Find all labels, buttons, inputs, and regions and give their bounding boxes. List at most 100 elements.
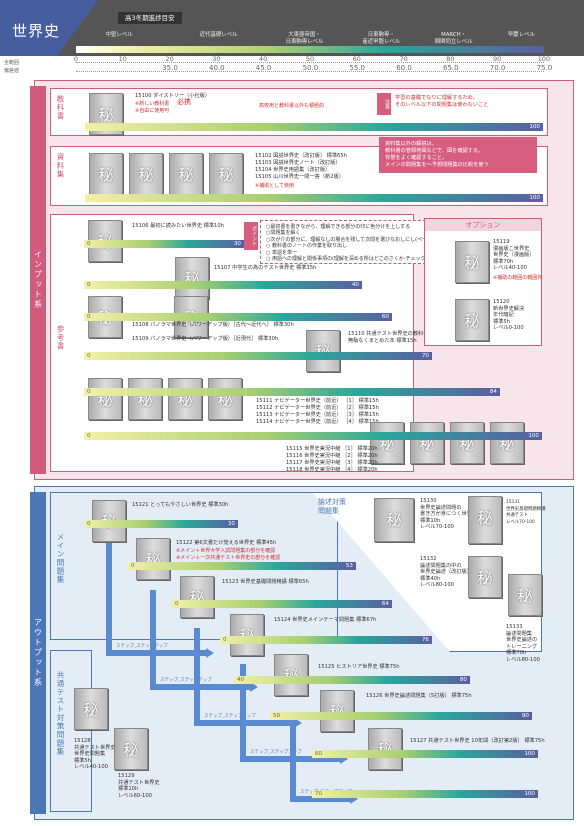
book-cover: 秘: [274, 654, 308, 696]
book-title: 15105 山川世界史一問一答（新2版）: [255, 174, 344, 180]
book-cover: 秘: [208, 378, 242, 420]
flow-line: [150, 684, 250, 690]
book-cover: 秘: [180, 576, 214, 618]
book-cover: 秘: [455, 299, 489, 341]
book-note: ※新しい教科書 ※自由に使用可: [135, 101, 170, 114]
bar-start: 50: [273, 713, 281, 719]
option-note: ※補助の範囲の範囲外: [493, 275, 543, 281]
bar-value: 90: [521, 713, 529, 719]
bar-value: 40: [351, 282, 359, 288]
book-cover: 秘: [136, 538, 170, 580]
axis-dotline: [76, 62, 544, 63]
axis-tick: 10: [118, 55, 127, 63]
book-mark: 秘: [517, 587, 533, 605]
essay-book: 15131 世界史基礎問題精講 共通テスト レベル70-100: [506, 500, 546, 525]
book-title: 15104 世界史用語集（改訂版）: [255, 167, 331, 173]
arrow-label: ステップ_ステップアップ: [116, 644, 168, 649]
book-cover: 秘: [374, 498, 414, 542]
bar-start: 0: [87, 433, 91, 439]
arrow-head: [206, 648, 214, 658]
book-cover: 秘: [168, 378, 202, 420]
rb-text: 学習の基礎でなりに理解するため、 そのレベル以下の問題集は使わないこと: [395, 95, 489, 108]
problem-book: 15123 世界史基礎問題精講 標準65h: [222, 579, 309, 585]
book-cover: 秘: [114, 728, 148, 770]
progress-bar: 100: [85, 194, 543, 202]
axis-dev-tick: 50.0: [302, 64, 319, 72]
essay-title: 論述対策 問題集: [318, 498, 346, 515]
bar-start: 0: [87, 314, 91, 320]
level-label: 日東駒専・ 産近甲龍レベル: [362, 32, 401, 45]
book-title: 15112 ナビゲーター世界史（前近） ［2］ 標準15h: [256, 405, 379, 411]
book-mark: 秘: [464, 312, 480, 330]
book-cover: 秘: [468, 496, 502, 544]
bar-start: 0: [223, 637, 227, 643]
flow-line: [290, 716, 296, 798]
panel-kyoka: 教科書 秘 15100 ダイストリー（小社版） ※新しい教科書 ※自由に使用可 …: [50, 88, 548, 136]
book-title: 15102 図説世界史（改訂版） 標準65h: [255, 153, 347, 159]
book-title: 15106 最初に読みたい世界史 標準10h: [132, 223, 224, 229]
axis-dev-tick: 70.0: [489, 64, 506, 72]
book-mark: 秘: [138, 166, 154, 184]
option-box: オプション 秘 15119 漫画版こ世界史 世界史（漫画版） 標準70h レベル…: [424, 218, 542, 346]
bar-start: 0: [87, 389, 91, 395]
arrow-label: ステップ_ステップアップ: [160, 678, 212, 683]
book-title: 15107 中学生の為のテスト世界史 標準35h: [214, 265, 317, 271]
bar-start: 70: [315, 791, 323, 797]
bar-start: 0: [87, 241, 91, 247]
arrow-head: [350, 794, 358, 804]
axis-tick: 90: [493, 55, 502, 63]
book-cover: 秘: [128, 378, 162, 420]
progress-bar: 50 90: [270, 712, 532, 720]
flow-line: [290, 796, 350, 802]
problem-note: ※メイン＋一次共通テスト世界史の部分を確認: [176, 555, 281, 561]
arrow-head: [250, 682, 258, 692]
book-mark: 秘: [464, 254, 480, 272]
bar-value: 100: [529, 195, 540, 201]
book-title: 15109 パノラマ世界史（パワーアップ版）［近現代］ 標準30h: [132, 336, 279, 342]
book-title: 15103 図説世界史ノート（改訂版）: [255, 160, 341, 166]
kyotsu-book: 15129 共通テスト世界史 標準10h レベル60-100: [118, 773, 160, 799]
book-cover: 秘: [74, 688, 108, 730]
bar-value: 30: [233, 241, 241, 247]
axis-dev-tick: 40.0: [209, 64, 225, 72]
essay-book: 15132 論述問題集の中の 世界史論述（改訂版） 標準40h レベル80-10…: [420, 556, 472, 589]
panel-title: 資料集: [56, 153, 65, 179]
book-cover: 秘: [508, 574, 542, 616]
book-cover: 秘: [169, 153, 203, 195]
bar-value: 80: [459, 677, 467, 683]
book-mark: 秘: [98, 166, 114, 184]
problem-book: 15124 世界史メインテーマ問題集 標準67h: [274, 617, 377, 623]
level-label: 近代基礎レベル: [199, 32, 238, 38]
bar-start: 0: [87, 521, 91, 527]
book-cover: 秘: [129, 153, 163, 195]
level-label: 早慶レベル: [507, 32, 535, 38]
problem-book: 15122 第6文書だけ覚える世界史 標準45h: [176, 540, 277, 546]
book-title: 15117 世界史実況中継 ［3］ 標準20h: [286, 460, 378, 466]
book-title: 15108 パノラマ世界史（パワーアップ版）［古代〜近代へ］ 標準30h: [132, 322, 294, 328]
progress-bar: 100: [85, 123, 543, 131]
essay-book: 15133 論述問題集 世界史論述の トレーニング 標準70h レベル80-10…: [506, 624, 540, 663]
arrow-head: [294, 718, 302, 728]
flow-line: [150, 590, 156, 686]
book-title: 15111 ナビゲーター世界史（前近） ［1］ 標準15h: [256, 398, 379, 404]
book-title: 15114 ナビゲーター世界史（前近） ［4］ 標準15h: [256, 419, 379, 425]
bar-value: 70: [421, 353, 429, 359]
flow-line: [106, 540, 112, 652]
axis-tick: 0: [73, 55, 79, 63]
panel-title: 共通テスト対策問題集: [56, 671, 65, 756]
book-cover: 秘: [209, 153, 243, 195]
bar-value: 100: [524, 751, 535, 757]
flow-line: [106, 650, 206, 656]
axis-tick: 20: [165, 55, 174, 63]
book-mark: 秘: [218, 166, 234, 184]
input-section-label: インプット系: [30, 86, 46, 474]
axis-tick: 100: [537, 55, 551, 63]
book-note: ※補助として使用: [255, 183, 295, 189]
book-cover: 秘: [450, 422, 484, 464]
bar-value: 84: [489, 389, 497, 395]
progress-bar: 0 84: [84, 388, 500, 396]
